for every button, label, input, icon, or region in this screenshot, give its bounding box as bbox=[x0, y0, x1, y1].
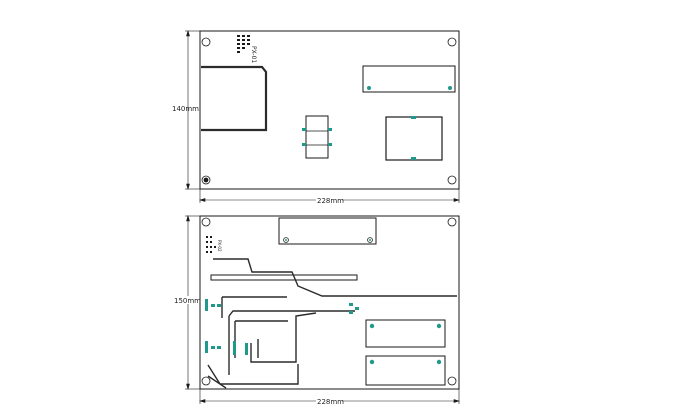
top-center-component bbox=[305, 115, 329, 159]
bottom-mounting-holes bbox=[201, 217, 457, 386]
top-height-dimension bbox=[185, 29, 200, 191]
bottom-right-connector-2 bbox=[365, 355, 446, 386]
top-square-module bbox=[385, 116, 443, 161]
bottom-silkscreen-marks bbox=[206, 236, 216, 253]
pad bbox=[436, 359, 442, 365]
mounting-hole bbox=[201, 217, 211, 227]
bottom-board: PX-02 bbox=[173, 214, 461, 406]
top-board: PX-01 140mm bbox=[172, 29, 461, 205]
pad bbox=[328, 143, 332, 146]
top-width-label: 228mm bbox=[317, 197, 344, 205]
bottom-top-connector bbox=[278, 217, 377, 245]
top-power-trace bbox=[201, 65, 268, 132]
pad bbox=[369, 323, 375, 329]
mounting-hole bbox=[447, 175, 457, 185]
bottom-height-label: 150mm bbox=[174, 297, 201, 305]
mounting-hole bbox=[447, 217, 457, 227]
bottom-board-tiny-label: PX-02 bbox=[217, 240, 222, 252]
pad bbox=[302, 128, 306, 131]
bottom-width-label: 228mm bbox=[317, 398, 344, 406]
top-mounting-holes bbox=[201, 37, 457, 185]
pad bbox=[436, 323, 442, 329]
pad bbox=[369, 359, 375, 365]
mounting-hole bbox=[201, 37, 211, 47]
mounting-hole bbox=[447, 37, 457, 47]
top-connector-module bbox=[362, 65, 456, 93]
bottom-right-connector-1 bbox=[365, 319, 446, 348]
mounting-hole bbox=[201, 376, 211, 386]
pad bbox=[411, 116, 416, 119]
bottom-traces bbox=[207, 258, 457, 389]
pad bbox=[411, 157, 416, 160]
top-silkscreen-marks bbox=[237, 35, 250, 53]
pad bbox=[328, 128, 332, 131]
bottom-left-pads bbox=[205, 299, 248, 355]
mounting-hole bbox=[447, 376, 457, 386]
top-board-tiny-label: PX-01 bbox=[250, 46, 257, 63]
bottom-small-component bbox=[349, 303, 359, 314]
bottom-bus-bar bbox=[210, 274, 358, 281]
pad bbox=[367, 86, 371, 90]
top-height-label: 140mm bbox=[172, 105, 199, 113]
pad bbox=[302, 143, 306, 146]
top-board-outline bbox=[199, 30, 460, 190]
pad bbox=[448, 86, 452, 90]
